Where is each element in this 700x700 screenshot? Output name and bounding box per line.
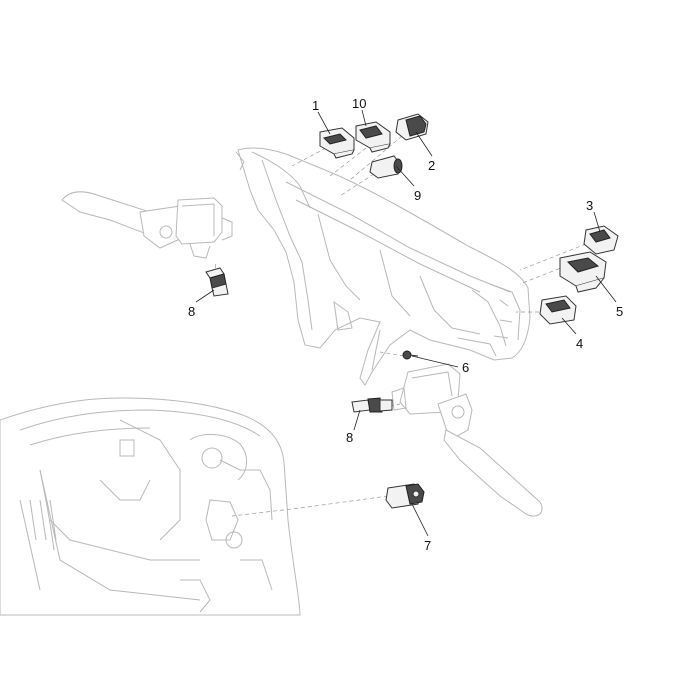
callout-5: 5 — [616, 304, 623, 319]
callout-9: 9 — [414, 188, 421, 203]
handlebar-cover — [235, 147, 531, 386]
callout-labels: 1 10 2 9 3 5 4 8 6 8 7 — [188, 96, 623, 553]
callout-6: 6 — [462, 360, 469, 375]
connector-icon — [369, 155, 403, 179]
leader-lines — [195, 109, 617, 537]
part-4-switch[interactable] — [539, 295, 577, 325]
switch-icon — [395, 113, 429, 141]
callout-7: 7 — [424, 538, 431, 553]
callout-8-right: 8 — [346, 430, 353, 445]
callout-10: 10 — [352, 96, 366, 111]
right-brake-lever-assembly — [391, 363, 543, 517]
part-7-usb-socket[interactable] — [385, 483, 425, 509]
screw-icon — [402, 350, 419, 360]
switch-icon — [583, 225, 619, 255]
part-8-right-brake-light-switch[interactable] — [351, 397, 393, 413]
part-9-connector[interactable] — [369, 155, 403, 179]
brake-light-switch-icon — [205, 267, 229, 297]
part-6-screw[interactable] — [402, 350, 419, 360]
part-10-switch[interactable] — [355, 121, 391, 153]
callout-2: 2 — [428, 158, 435, 173]
callout-1: 1 — [312, 98, 319, 113]
switch-icon — [539, 295, 577, 325]
part-5-switch[interactable] — [559, 251, 607, 293]
part-2-switch[interactable] — [395, 113, 429, 141]
callout-3: 3 — [586, 198, 593, 213]
switch-icon — [319, 127, 355, 159]
callout-8-left: 8 — [188, 304, 195, 319]
switch-icon — [559, 251, 607, 293]
callout-4: 4 — [576, 336, 583, 351]
brake-light-switch-icon — [351, 397, 393, 413]
front-shield-body — [0, 397, 301, 616]
switch-icon — [355, 121, 391, 153]
left-brake-lever-assembly — [61, 191, 233, 259]
usb-socket-icon — [385, 483, 425, 509]
part-1-switch[interactable] — [319, 127, 355, 159]
part-3-switch[interactable] — [583, 225, 619, 255]
part-8-left-brake-light-switch[interactable] — [205, 267, 229, 297]
